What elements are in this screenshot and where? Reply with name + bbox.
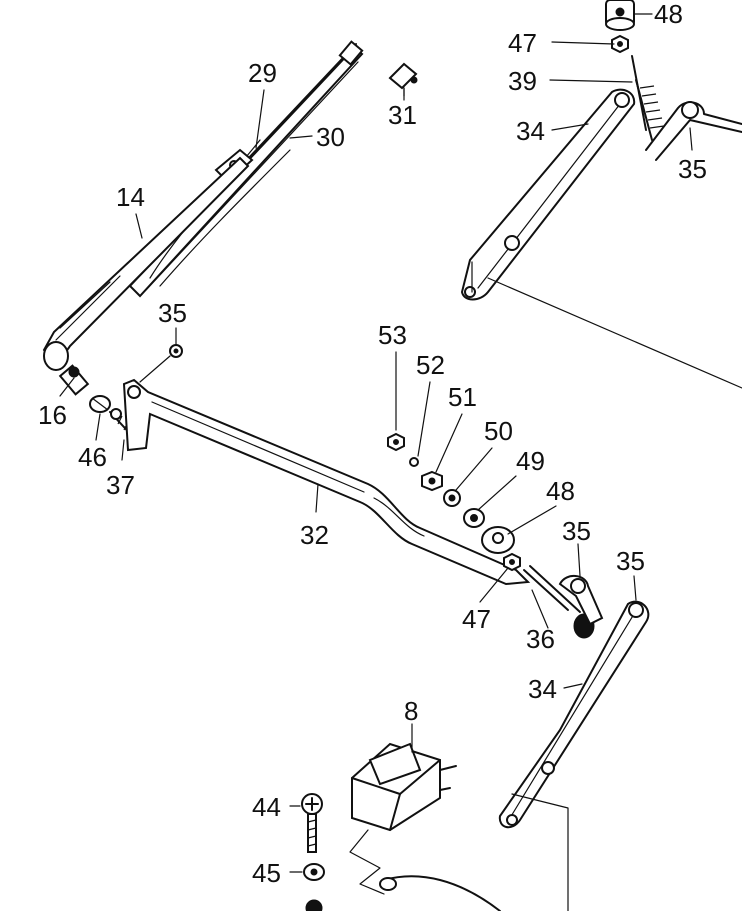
part-34-link-arm-bottom	[498, 600, 650, 829]
part-34-link-arm-top	[460, 88, 636, 301]
part-48-bush-top	[605, 0, 635, 31]
upper-linkage-group	[460, 0, 742, 389]
lower-linkage-group	[498, 565, 650, 911]
part-47-nut-top	[611, 34, 629, 54]
leader-line-right	[487, 277, 742, 389]
label-53: 53	[378, 320, 407, 350]
part-44-screw	[301, 793, 323, 853]
label-48-top: 48	[654, 0, 683, 29]
label-29: 29	[248, 58, 277, 88]
label-52: 52	[416, 350, 445, 380]
part-16-spindle	[58, 364, 90, 396]
part-45-nut-bottom	[305, 899, 323, 911]
part-45-washer	[303, 863, 325, 881]
fastener-stack-group	[387, 432, 521, 572]
part-8-motor	[349, 742, 501, 911]
part-46-bush	[89, 395, 111, 413]
part-32-connecting-rod	[122, 378, 531, 586]
label-31: 31	[388, 100, 417, 130]
wiper-blade-group	[42, 40, 418, 371]
part-50-washer	[443, 489, 461, 507]
label-34-top: 34	[516, 116, 545, 146]
part-number-labels: 48 47 39 34 35 29 30 31 14 35 16 46 37 5…	[38, 0, 707, 888]
part-39-threaded-rod	[631, 55, 665, 141]
part-35-washer	[169, 344, 183, 358]
label-45: 45	[252, 858, 281, 888]
label-39: 39	[508, 66, 537, 96]
label-14: 14	[116, 182, 145, 212]
label-35-washer: 35	[158, 298, 187, 328]
part-47-nut-mid	[503, 552, 521, 572]
part-51-nut	[421, 470, 443, 492]
leader-line-lower	[511, 793, 569, 911]
part-48-bush-mid	[481, 526, 515, 554]
label-49: 49	[516, 446, 545, 476]
part-35-crank-mid	[558, 575, 604, 626]
label-30: 30	[316, 122, 345, 152]
label-50: 50	[484, 416, 513, 446]
part-35-crank-top	[645, 101, 742, 161]
part-14-wiper-arm	[42, 156, 250, 371]
label-48-mid: 48	[546, 476, 575, 506]
part-52-washer	[409, 457, 419, 467]
label-8: 8	[404, 696, 418, 726]
label-46: 46	[78, 442, 107, 472]
leader-lines	[59, 13, 693, 873]
label-47-top: 47	[508, 28, 537, 58]
part-49-washer	[463, 508, 485, 528]
label-34-bottom: 34	[528, 674, 557, 704]
label-35-top: 35	[678, 154, 707, 184]
part-53-nut	[387, 432, 405, 452]
label-35-right: 35	[616, 546, 645, 576]
label-36: 36	[526, 624, 555, 654]
label-44: 44	[252, 792, 281, 822]
label-47-mid: 47	[462, 604, 491, 634]
label-37: 37	[106, 470, 135, 500]
label-51: 51	[448, 382, 477, 412]
label-35-mid: 35	[562, 516, 591, 546]
label-32: 32	[300, 520, 329, 550]
label-16: 16	[38, 400, 67, 430]
